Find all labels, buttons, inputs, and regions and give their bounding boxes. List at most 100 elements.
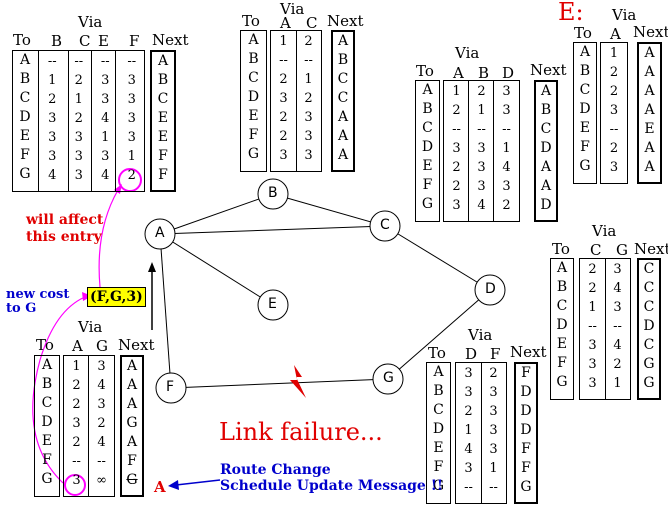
dest-cell: F	[557, 355, 567, 371]
table-a-to: To	[13, 31, 31, 49]
node-b	[257, 178, 289, 210]
dest-cell: B	[248, 51, 259, 67]
cost-cell: --	[502, 122, 511, 137]
table-e-next-header: Next	[633, 23, 668, 41]
table-g-dests: A B C D E F G	[426, 362, 451, 504]
dest-cell: A	[19, 52, 31, 68]
next-cell: A	[540, 83, 552, 99]
will-affect-line1: will affect	[26, 212, 104, 228]
cost-cell: 3	[464, 385, 473, 400]
cost-cell: 3	[72, 416, 81, 431]
cost-cell: 3	[48, 149, 57, 164]
dest-cell: D	[421, 139, 434, 155]
cost-cell: 4	[477, 198, 486, 213]
node-d	[474, 274, 506, 306]
cost-cell: 3	[304, 129, 313, 144]
cost-cell: 3	[452, 141, 461, 156]
dest-cell: G	[421, 196, 434, 212]
route-change-line1: Route Change	[220, 462, 331, 478]
cost-cell: 2	[452, 160, 461, 175]
table-f-next-header: Next	[118, 336, 155, 354]
dest-cell: D	[247, 89, 260, 105]
cost-cell: 3	[588, 376, 597, 391]
cost-cell: 1	[613, 376, 622, 391]
next-cell: E	[644, 121, 655, 137]
dest-cell: F	[433, 459, 444, 475]
next-cell: C	[337, 90, 349, 106]
cost-cell: --	[477, 122, 486, 137]
cost-cell: 3	[613, 262, 622, 277]
cost-cell: 2	[452, 103, 461, 118]
cost-cell: 3	[609, 103, 619, 118]
cost-cell: 3	[477, 160, 486, 175]
next-cell: C	[643, 261, 655, 277]
cost-cell: 2	[489, 366, 498, 381]
cost-cell: 1	[502, 141, 511, 156]
cost-cell: ∞	[96, 473, 107, 488]
next-cell: F	[158, 167, 168, 183]
next-cell: A	[126, 358, 138, 374]
cost-cell: 3	[72, 473, 81, 488]
cost-cell: 3	[489, 404, 498, 419]
cost-cell: 3	[48, 111, 57, 126]
next-cell: A	[540, 178, 552, 194]
cost-cell: 4	[613, 338, 622, 353]
next-cell: F	[127, 453, 137, 469]
table-row: --------	[39, 52, 145, 71]
arrow-up-icon	[148, 262, 156, 272]
link-a-b	[159, 193, 274, 235]
link-b-c	[272, 193, 386, 227]
cost-cell: 2	[477, 84, 486, 99]
cost-cell: 1	[48, 73, 57, 88]
via-col: A	[453, 64, 464, 82]
cost-cell: 4	[97, 378, 106, 393]
cost-cell: 3	[452, 198, 461, 213]
table-a-via: Via	[78, 13, 103, 31]
via-col: A	[280, 14, 291, 32]
link-d-g	[387, 289, 491, 380]
cost-cell: 2	[48, 92, 57, 107]
dest-cell: F	[422, 177, 433, 193]
next-cell: C	[643, 280, 655, 296]
node-c-label: C	[380, 217, 390, 233]
dest-cell: E	[556, 336, 568, 352]
cost-cell: 3	[489, 442, 498, 457]
cost-cell: 3	[502, 179, 511, 194]
via-col: B	[51, 32, 63, 50]
via-col: E	[98, 32, 109, 50]
table-row: 3	[601, 101, 627, 120]
dest-cell: E	[248, 108, 259, 124]
dest-cell: G	[41, 471, 53, 487]
cost-cell: 2	[588, 281, 597, 296]
node-g	[372, 363, 404, 395]
table-b-to: To	[242, 12, 260, 30]
dest-cell: B	[433, 383, 444, 399]
table-row: --	[601, 120, 627, 139]
next-cell: A	[126, 434, 138, 450]
next-cell: A	[644, 140, 655, 156]
table-a-next-header: Next	[152, 31, 189, 49]
node-b-label: B	[268, 185, 278, 201]
new-cost-line2: to G	[6, 301, 37, 316]
cost-cell: 1	[101, 130, 110, 145]
via-col: D	[502, 64, 515, 82]
dest-cell: C	[579, 82, 591, 98]
